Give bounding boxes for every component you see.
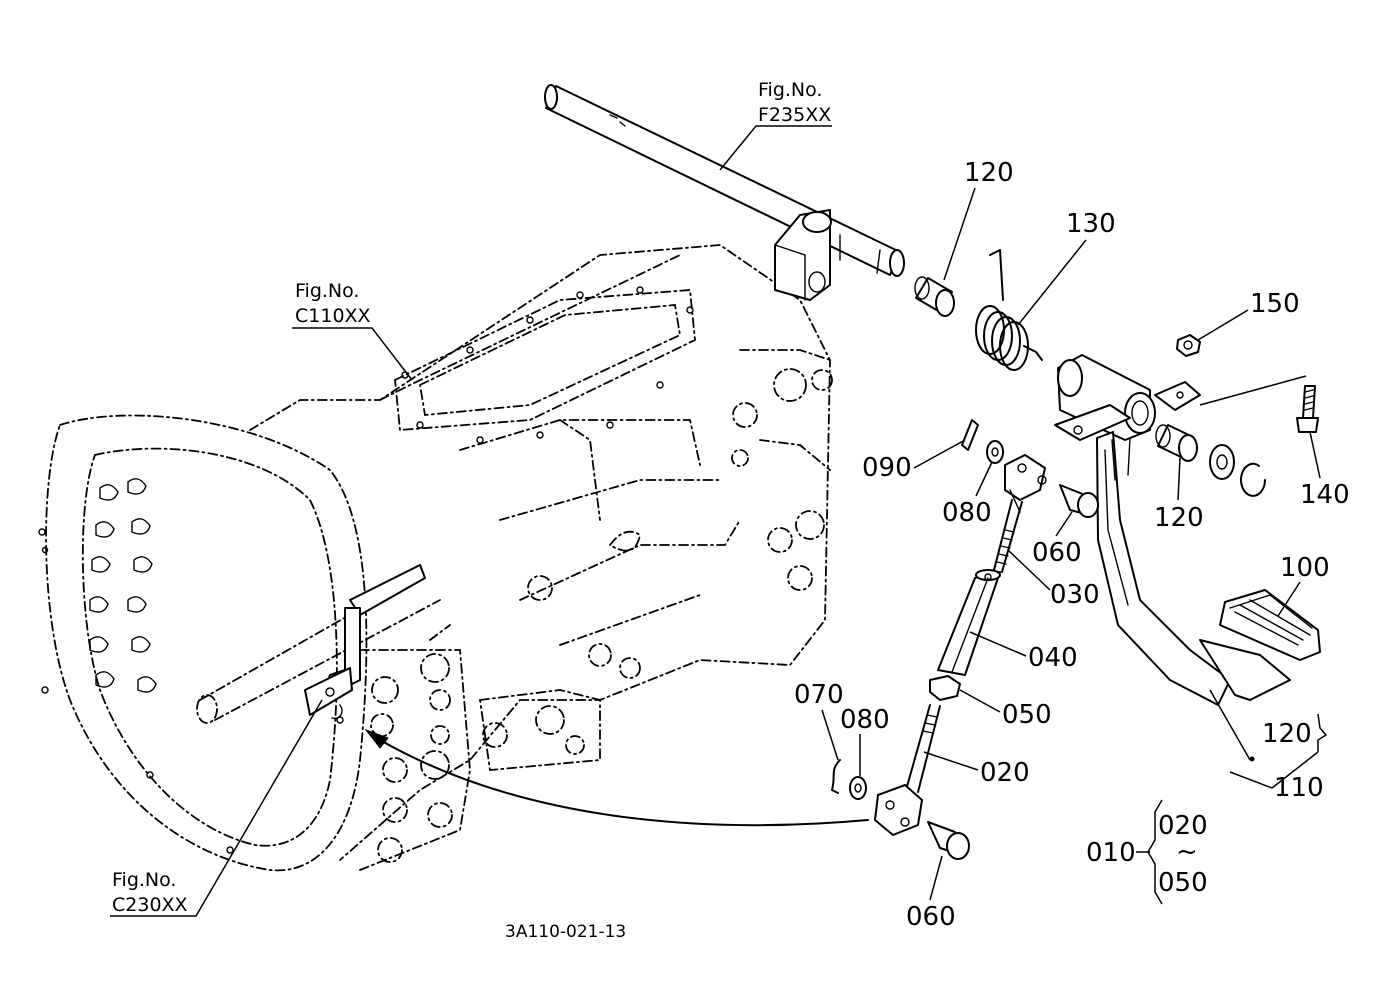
callout-130-label: 130 <box>1066 209 1116 239</box>
callout-060-bot[interactable]: 060 <box>906 855 956 932</box>
callout-050-label: 050 <box>1002 700 1052 730</box>
clutch-pedal-drawing <box>1054 354 1321 706</box>
bushing-120-top-drawing <box>914 276 955 317</box>
callout-040-label: 040 <box>1028 643 1078 673</box>
assembly-range-010[interactable]: 010 020 ~ 050 <box>1086 799 1208 905</box>
callout-020[interactable]: 020 <box>923 751 1030 788</box>
callout-150-label: 150 <box>1250 289 1300 319</box>
callout-120-top-label: 120 <box>964 158 1014 188</box>
figure-ref-f235-line1: Fig.No. <box>758 79 822 101</box>
callout-120-mid-label: 120 <box>1154 503 1204 533</box>
figure-ref-f235[interactable]: Fig.No. F235XX <box>719 79 832 171</box>
callout-030[interactable]: 030 <box>1007 549 1100 610</box>
callout-050[interactable]: 050 <box>959 689 1052 730</box>
callout-130[interactable]: 130 <box>1017 209 1116 326</box>
callout-080-bot-label: 080 <box>840 705 890 735</box>
assembly-to-label: 050 <box>1158 868 1208 898</box>
assembly-from-label: 020 <box>1158 811 1208 841</box>
figure-ref-c110-line2: C110XX <box>295 305 371 327</box>
callout-140[interactable]: 140 <box>1199 375 1350 510</box>
callout-060-bot-label: 060 <box>906 902 956 932</box>
callout-060-top[interactable]: 060 <box>1032 511 1082 568</box>
callout-140-label: 140 <box>1300 480 1350 510</box>
callout-080-top-label: 080 <box>942 498 992 528</box>
callout-110-label: 110 <box>1274 773 1324 803</box>
release-lever-drawing <box>304 564 426 719</box>
figure-ref-c230[interactable]: Fig.No. C230XX <box>110 699 323 917</box>
callout-110[interactable]: 110 <box>1209 689 1324 803</box>
callout-080-top[interactable]: 080 <box>942 461 993 528</box>
callout-120-top[interactable]: 120 <box>943 158 1014 281</box>
callout-090-label: 090 <box>862 453 912 483</box>
callout-100-label: 100 <box>1280 553 1330 583</box>
clutch-shaft-drawing <box>544 84 905 301</box>
clutch-rod-drawing <box>831 419 1099 860</box>
callout-150[interactable]: 150 <box>1197 289 1300 341</box>
figure-ref-c110[interactable]: Fig.No. C110XX <box>292 280 413 381</box>
callout-020-label: 020 <box>980 758 1030 788</box>
callout-070[interactable]: 070 <box>794 680 844 761</box>
callout-120-asm[interactable]: 120 <box>1262 713 1328 752</box>
transmission-case-drawing <box>38 244 833 872</box>
callout-060-top-label: 060 <box>1032 538 1082 568</box>
assembly-parent-label: 010 <box>1086 838 1136 868</box>
callout-030-label: 030 <box>1050 580 1100 610</box>
figure-ref-f235-line2: F235XX <box>758 104 831 126</box>
connection-arrow <box>364 728 869 827</box>
figure-ref-c230-line2: C230XX <box>112 894 188 916</box>
callout-100[interactable]: 100 <box>1277 553 1330 617</box>
callout-090[interactable]: 090 <box>862 439 966 483</box>
pedal-hardware-drawing <box>1155 334 1319 497</box>
spring-130-drawing <box>975 249 1043 371</box>
callout-070-label: 070 <box>794 680 844 710</box>
callout-120-asm-label: 120 <box>1262 719 1312 749</box>
callout-080-bot[interactable]: 080 <box>840 705 890 776</box>
figure-ref-c230-line1: Fig.No. <box>112 869 176 891</box>
drawing-code: 3A110-021-13 <box>505 922 626 942</box>
figure-ref-c110-line1: Fig.No. <box>295 280 359 302</box>
callout-040[interactable]: 040 <box>969 631 1078 673</box>
callout-120-mid[interactable]: 120 <box>1154 457 1204 533</box>
tilde-glyph: ~ <box>1176 837 1198 867</box>
